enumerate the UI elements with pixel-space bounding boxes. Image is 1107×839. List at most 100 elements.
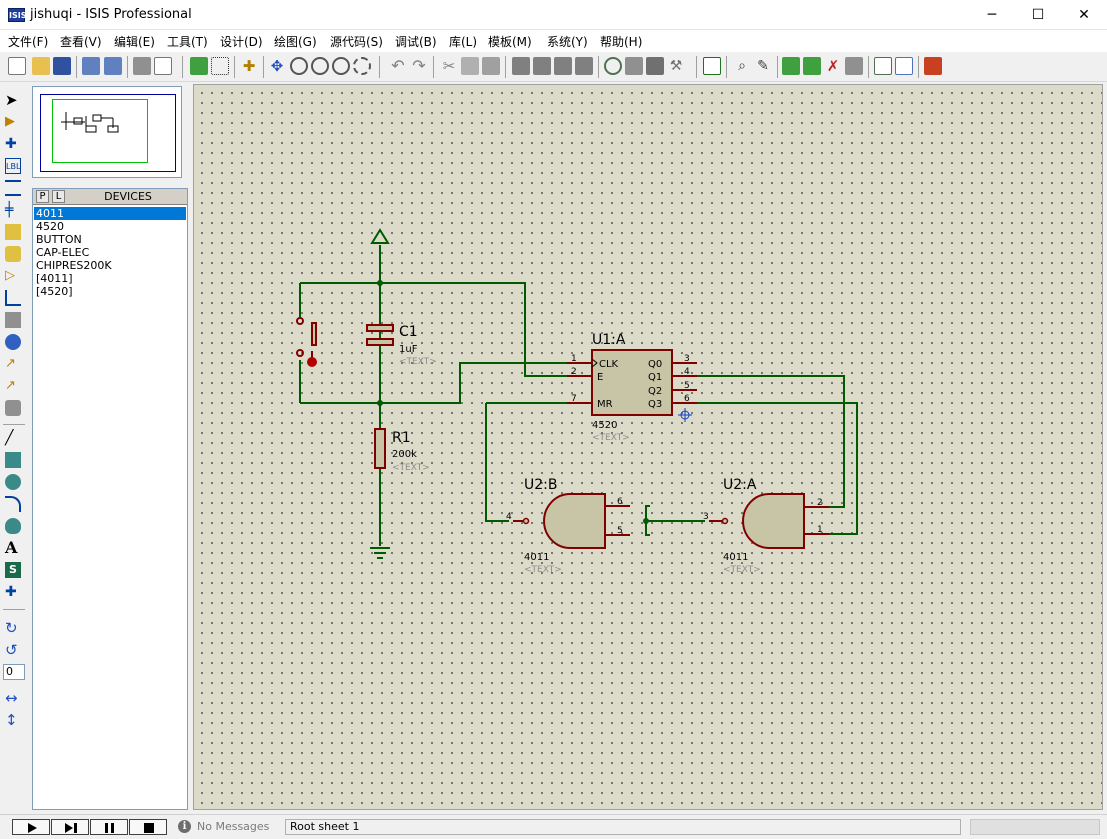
menu-design[interactable]: 设计(D) xyxy=(220,35,263,49)
origin-icon[interactable]: ✚ xyxy=(242,57,256,75)
subcircuit-mode-icon[interactable] xyxy=(5,224,21,240)
package-tool-icon[interactable] xyxy=(646,57,664,75)
current-probe-mode-icon[interactable]: ↗ xyxy=(5,378,16,393)
save-icon[interactable] xyxy=(53,57,71,75)
menu-library[interactable]: 库(L) xyxy=(449,35,478,49)
block-move-icon[interactable] xyxy=(533,57,551,75)
close-button[interactable]: ✕ xyxy=(1078,7,1090,23)
add-sheet-icon[interactable] xyxy=(803,57,821,75)
electrical-rules-check-icon[interactable] xyxy=(895,57,913,75)
junction-dot-mode-icon[interactable]: ✚ xyxy=(5,136,17,152)
generator-mode-icon[interactable] xyxy=(5,334,21,350)
library-manager-button[interactable]: L xyxy=(52,190,65,203)
block-delete-icon[interactable] xyxy=(575,57,593,75)
device-item[interactable]: 4011 xyxy=(34,207,186,220)
play-button[interactable] xyxy=(12,819,50,835)
component-mode-icon[interactable]: ▶ xyxy=(5,114,15,129)
menu-graph[interactable]: 绘图(G) xyxy=(274,35,317,49)
minimize-button[interactable]: ─ xyxy=(987,7,997,23)
symbol-tool-icon[interactable]: S xyxy=(5,562,21,578)
resistor-r1[interactable] xyxy=(374,428,386,469)
exit-to-parent-icon[interactable] xyxy=(845,57,863,75)
path-tool-icon[interactable] xyxy=(5,518,21,534)
device-item[interactable]: CHIPRES200K xyxy=(36,259,112,272)
device-item[interactable]: CAP-ELEC xyxy=(36,246,90,259)
virtual-instruments-mode-icon[interactable] xyxy=(5,400,21,416)
menu-debug[interactable]: 调试(B) xyxy=(395,35,437,49)
menu-view[interactable]: 查看(V) xyxy=(60,35,102,49)
device-item[interactable]: [4011] xyxy=(36,272,73,285)
maximize-button[interactable]: ☐ xyxy=(1031,7,1045,23)
bus-mode-icon[interactable]: ╪ xyxy=(5,202,14,218)
pick-device-icon[interactable] xyxy=(604,57,622,75)
marker-tool-icon[interactable]: ✚ xyxy=(5,584,17,600)
arc-tool-icon[interactable] xyxy=(5,496,21,512)
circle-tool-icon[interactable] xyxy=(5,474,21,490)
redo-icon[interactable]: ↷ xyxy=(412,56,426,75)
make-device-icon[interactable] xyxy=(625,57,643,75)
menu-tools[interactable]: 工具(T) xyxy=(167,35,208,49)
step-button[interactable] xyxy=(51,819,89,835)
cut-icon[interactable]: ✂ xyxy=(442,57,456,75)
push-button[interactable] xyxy=(296,317,317,361)
undo-icon[interactable]: ↶ xyxy=(391,56,405,75)
mirror-y-icon[interactable]: ↕ xyxy=(5,711,18,729)
paste-icon[interactable] xyxy=(482,57,500,75)
rotate-clockwise-icon[interactable]: ↻ xyxy=(5,619,18,637)
menu-template[interactable]: 模板(M) xyxy=(488,35,532,49)
gate-u2b-4011[interactable] xyxy=(513,493,630,549)
wires[interactable] xyxy=(299,245,858,546)
bill-of-materials-icon[interactable] xyxy=(874,57,892,75)
stop-button[interactable] xyxy=(129,819,167,835)
redraw-icon[interactable] xyxy=(190,57,208,75)
zoom-out-icon[interactable] xyxy=(311,57,329,75)
gate-u2a-4011[interactable] xyxy=(709,493,829,549)
text-script-mode-icon[interactable] xyxy=(5,180,21,196)
zoom-area-icon[interactable] xyxy=(353,57,371,75)
wire-autorouter-icon[interactable] xyxy=(703,57,721,75)
schematic-canvas[interactable]: C1 1uF <TEXT> R1 200k <TEXT> U1:A CLK E … xyxy=(193,84,1103,810)
rotate-anticlockwise-icon[interactable]: ↺ xyxy=(5,641,18,659)
overview-window[interactable] xyxy=(32,86,182,178)
decompose-icon[interactable]: ⚒ xyxy=(669,58,683,74)
terminals-mode-icon[interactable] xyxy=(5,246,21,262)
capacitor-c1[interactable] xyxy=(366,324,394,346)
export-section-icon[interactable] xyxy=(104,57,122,75)
wire-label-mode-icon[interactable]: LBL xyxy=(5,158,21,174)
ground-terminal[interactable] xyxy=(370,547,390,559)
import-section-icon[interactable] xyxy=(82,57,100,75)
menu-system[interactable]: 系统(Y) xyxy=(547,35,588,49)
box-tool-icon[interactable] xyxy=(5,452,21,468)
power-terminal[interactable] xyxy=(370,228,390,244)
remove-sheet-icon[interactable]: ✗ xyxy=(826,57,840,75)
property-tool-icon[interactable]: ✎ xyxy=(757,58,769,74)
menu-file[interactable]: 文件(F) xyxy=(8,35,49,49)
grid-icon[interactable] xyxy=(211,57,229,75)
device-item[interactable]: [4520] xyxy=(36,285,73,298)
menu-edit[interactable]: 编辑(E) xyxy=(114,35,155,49)
menu-source[interactable]: 源代码(S) xyxy=(330,35,383,49)
copy-icon[interactable] xyxy=(461,57,479,75)
ares-icon[interactable] xyxy=(924,57,942,75)
new-file-icon[interactable] xyxy=(8,57,26,75)
tape-recorder-mode-icon[interactable] xyxy=(5,312,21,328)
zoom-all-icon[interactable] xyxy=(332,57,350,75)
mark-output-area-icon[interactable] xyxy=(154,57,172,75)
print-icon[interactable] xyxy=(133,57,151,75)
device-item[interactable]: BUTTON xyxy=(36,233,82,246)
message-area[interactable]: i No Messages xyxy=(175,819,275,835)
graph-mode-icon[interactable] xyxy=(5,290,21,306)
pan-icon[interactable]: ✥ xyxy=(270,57,284,75)
pause-button[interactable] xyxy=(90,819,128,835)
device-pins-mode-icon[interactable]: ▷ xyxy=(5,268,15,283)
status-scrollbar[interactable] xyxy=(970,819,1100,835)
line-tool-icon[interactable]: ╱ xyxy=(5,430,14,446)
pick-devices-button[interactable]: P xyxy=(36,190,49,203)
open-folder-icon[interactable] xyxy=(32,57,50,75)
voltage-probe-mode-icon[interactable]: ↗ xyxy=(5,356,16,371)
menu-help[interactable]: 帮助(H) xyxy=(600,35,643,49)
button-actuator[interactable] xyxy=(307,357,317,367)
block-rotate-icon[interactable] xyxy=(554,57,572,75)
text-tool-icon[interactable]: A xyxy=(5,538,18,557)
device-item[interactable]: 4520 xyxy=(36,220,64,233)
